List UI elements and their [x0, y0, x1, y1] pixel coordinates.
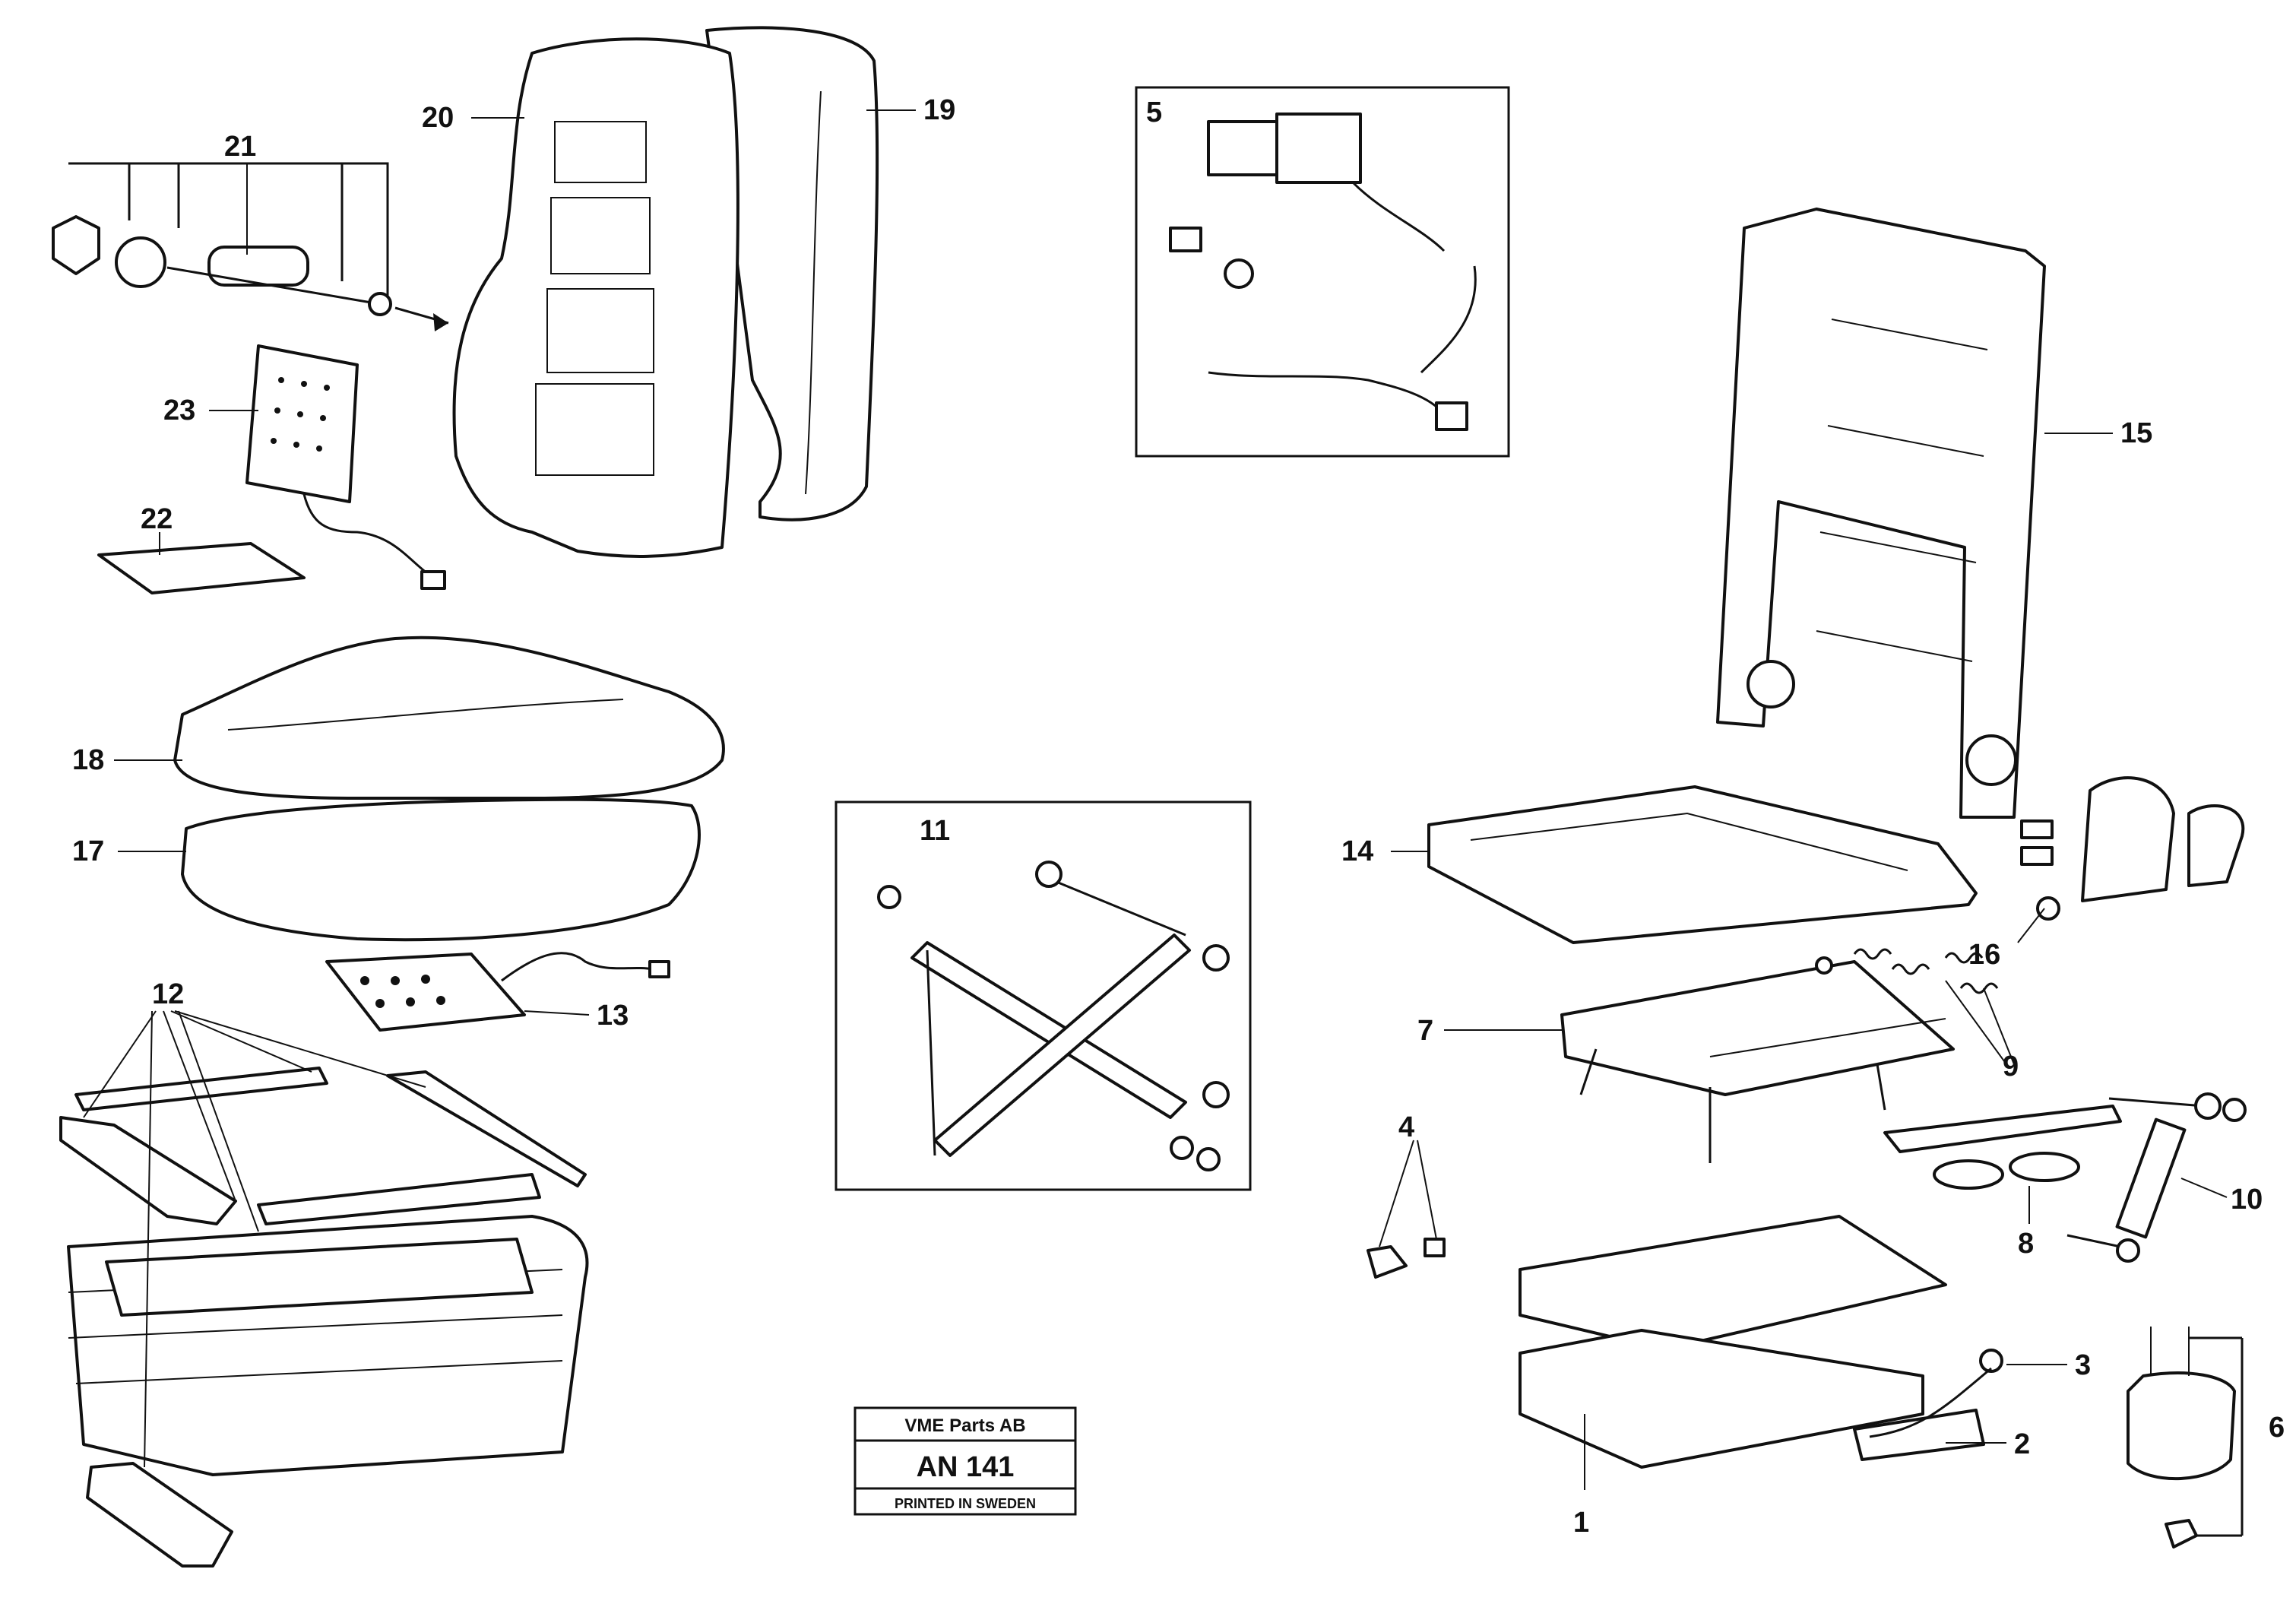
- seat-cushion: [173, 636, 725, 800]
- height-adjuster: [1560, 956, 1955, 1163]
- callout-23: 23: [163, 395, 195, 426]
- callout-19: 19: [923, 94, 955, 126]
- leader-lines: [114, 109, 2228, 1490]
- stamp-code: AN 141: [917, 1451, 1015, 1483]
- heating-pad: [245, 344, 446, 590]
- callout-17: 17: [72, 835, 104, 867]
- callout-22: 22: [141, 503, 173, 535]
- clip-pair: [1367, 1140, 1446, 1279]
- callout-21: 21: [224, 131, 256, 163]
- callout-6: 6: [2269, 1412, 2285, 1444]
- armrest-bracket: [2020, 776, 2245, 921]
- parts-stamp: VME Parts AB AN 141 PRINTED IN SWEDEN: [853, 1406, 1077, 1516]
- adjust-handle: [1883, 1105, 2122, 1190]
- callout-10: 10: [2231, 1184, 2263, 1216]
- callout-12: 12: [152, 978, 184, 1010]
- air-bellows: [2127, 1327, 2244, 1549]
- callout-11: 11: [920, 815, 950, 847]
- seat-sensor-mat: [97, 542, 306, 594]
- inset-scissor-mechanism: [834, 800, 1252, 1191]
- backrest-cover: [705, 26, 879, 521]
- suspension-base: [1519, 1215, 2003, 1469]
- callout-4: 4: [1398, 1111, 1414, 1143]
- callout-9: 9: [2003, 1051, 2019, 1083]
- shock-damper: [2066, 1092, 2247, 1263]
- callout-1: 1: [1573, 1507, 1589, 1539]
- callout-8: 8: [2018, 1228, 2034, 1260]
- seat-frame: [1427, 785, 1978, 944]
- callout-3: 3: [2075, 1349, 2091, 1381]
- callout-15: 15: [2120, 417, 2152, 449]
- callout-2: 2: [2014, 1428, 2030, 1460]
- stamp-company: VME Parts AB: [904, 1415, 1025, 1436]
- seat-base-foam: [181, 797, 701, 942]
- seat-bellows: [67, 1215, 589, 1476]
- callout-7: 7: [1417, 1015, 1433, 1047]
- backrest-frame: [1716, 208, 2046, 819]
- callout-13: 13: [597, 1000, 629, 1032]
- callout-20: 20: [422, 102, 454, 134]
- tension-springs: [1853, 948, 1999, 994]
- callout-16: 16: [1968, 939, 2000, 971]
- seat-brackets: [59, 1010, 587, 1568]
- callout-5: 5: [1146, 97, 1162, 128]
- seat-heating-element: [325, 952, 670, 1032]
- callout-14: 14: [1341, 835, 1373, 867]
- backrest-cushion: [452, 37, 739, 558]
- stamp-printed: PRINTED IN SWEDEN: [895, 1496, 1036, 1511]
- inset-switch-harness: [1135, 86, 1510, 458]
- lumbar-pump-assembly: [52, 162, 449, 331]
- callout-18: 18: [72, 744, 104, 776]
- callout-labels: 1 2 3 4 5 6 7 8 9 10 11 12 13 14 15 16 1…: [72, 94, 2285, 1539]
